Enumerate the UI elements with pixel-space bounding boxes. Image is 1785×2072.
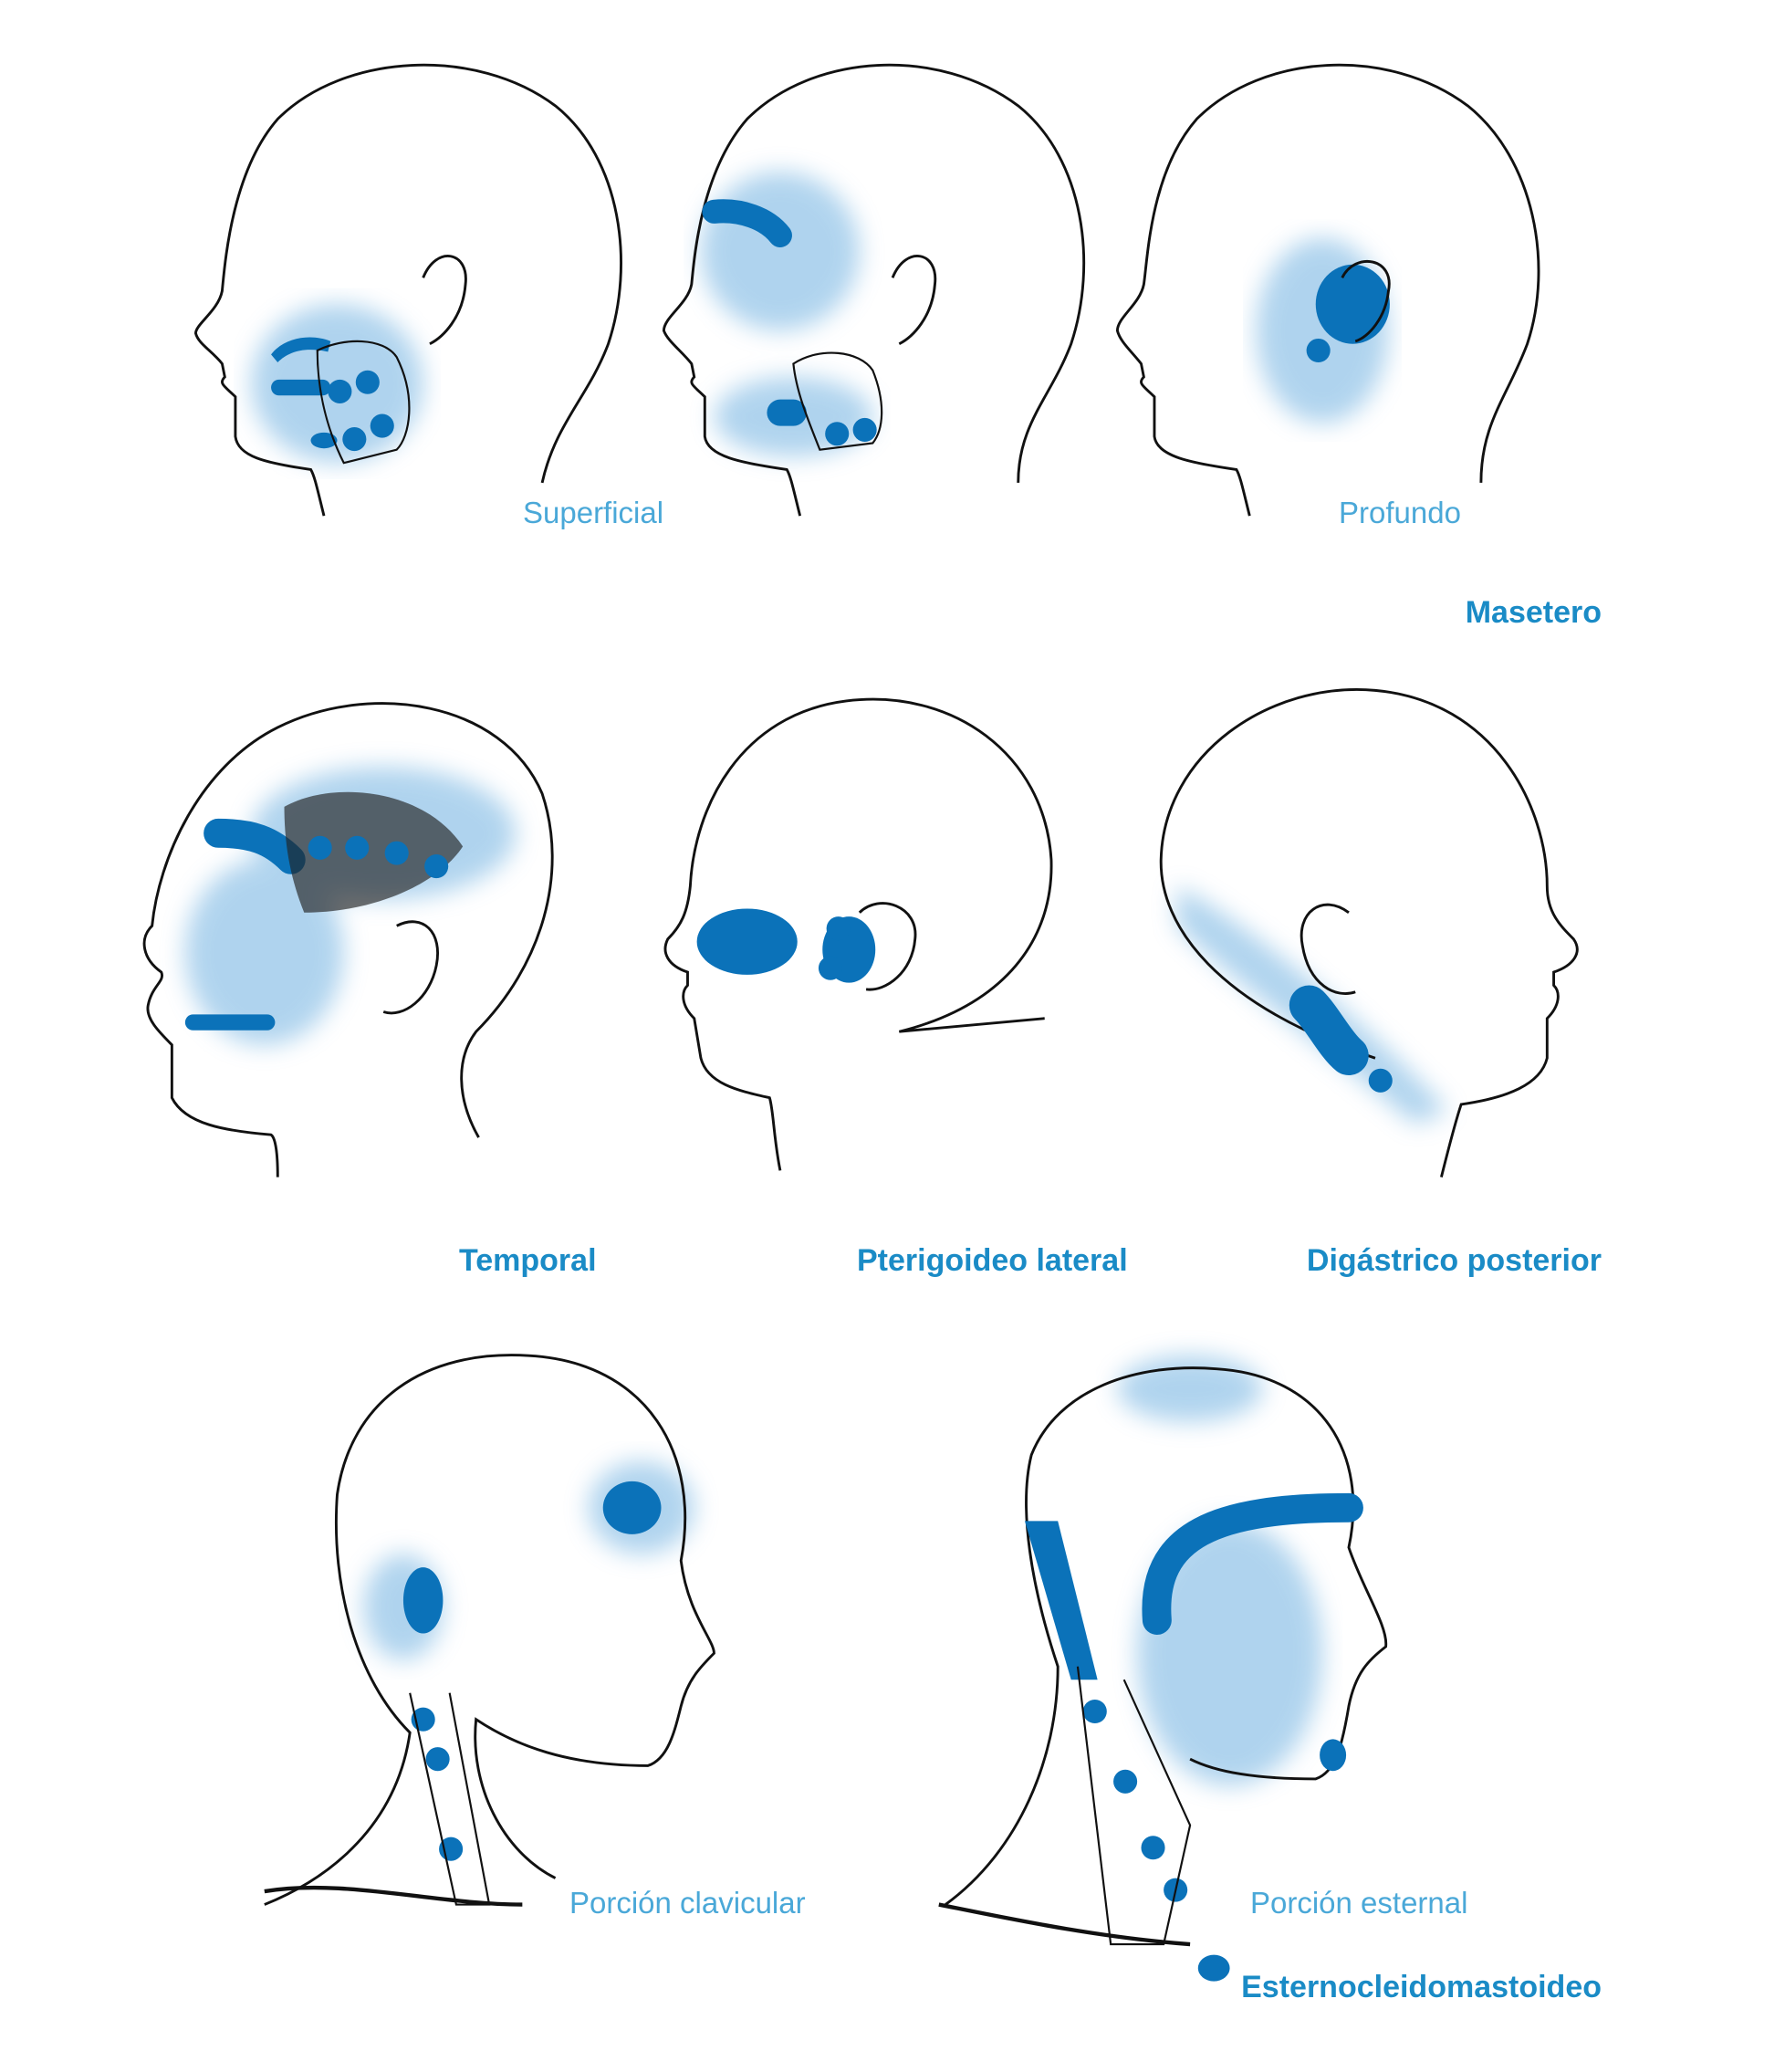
label-profundo: Profundo	[1339, 496, 1461, 529]
title-pterigoideo-lateral: Pterigoideo lateral	[857, 1243, 1128, 1278]
label-porcion-clavicular: Porción clavicular	[569, 1886, 806, 1920]
head-masseter-superficial	[194, 63, 622, 517]
head-posterior-digastric	[1159, 688, 1579, 1177]
head-masseter-superficial-2	[662, 63, 1086, 517]
head-masseter-deep	[1115, 63, 1540, 517]
head-sternocleidomastoid-sternal	[938, 1355, 1388, 1982]
title-temporal: Temporal	[459, 1243, 597, 1278]
label-superficial: Superficial	[523, 496, 664, 529]
head-sternocleidomastoid-clavicular	[264, 1354, 715, 1907]
label-porcion-esternal: Porción esternal	[1250, 1886, 1468, 1920]
title-esternocleidomastoideo: Esternocleidomastoideo	[1241, 1970, 1602, 2004]
title-masetero: Masetero	[1465, 595, 1602, 630]
title-digastrico-posterior: Digástrico posterior	[1306, 1243, 1602, 1278]
head-temporal	[142, 702, 554, 1177]
head-lateral-pterygoid	[663, 697, 1053, 1171]
